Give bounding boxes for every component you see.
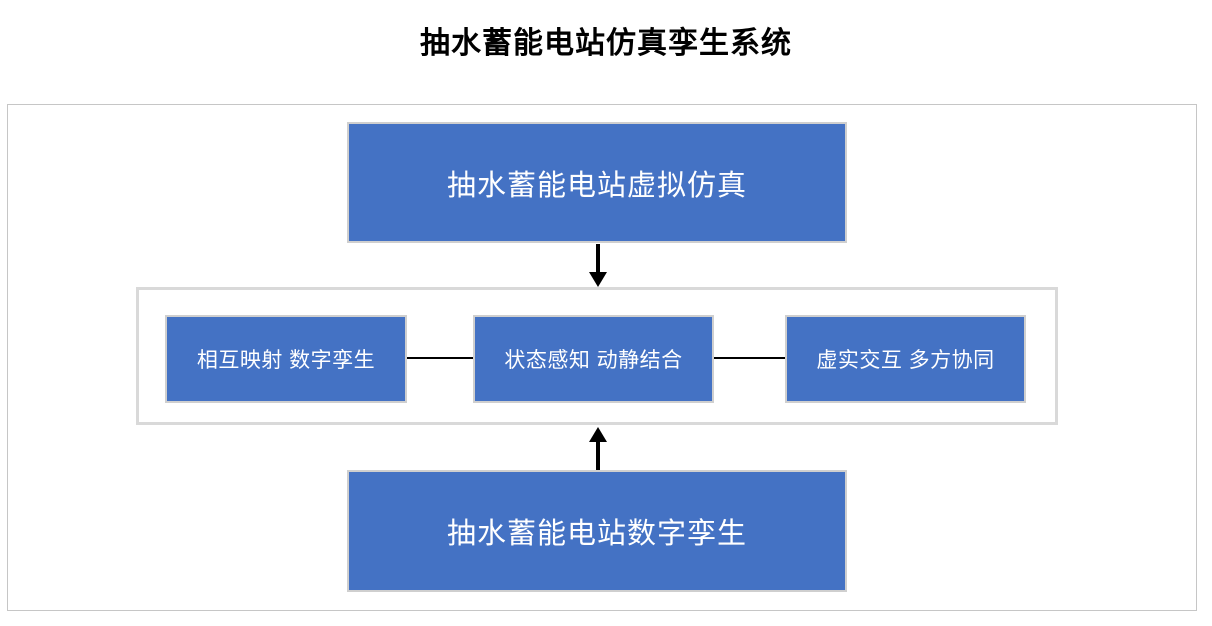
up-arrow-icon [589,427,607,442]
virtual-simulation-label: 抽水蓄能电站虚拟仿真 [446,169,747,202]
connector-line-right [714,357,785,359]
page-title: 抽水蓄能电站仿真孪生系统 [420,27,792,60]
state-perception-label: 状态感知 动静结合 [504,349,683,372]
down-arrow-icon [589,272,607,287]
virtual-real-interaction-label: 虚实交互 多方协同 [816,349,995,372]
mutual-mapping-box: 相互映射 数字孪生 [165,315,407,403]
digital-twin-label: 抽水蓄能电站数字孪生 [446,518,747,550]
connector-line-left [407,357,473,359]
mutual-mapping-label: 相互映射 数字孪生 [196,349,376,372]
virtual-simulation-box: 抽水蓄能电站虚拟仿真 [347,122,847,243]
up-arrow-shaft [596,441,600,470]
down-arrow-shaft [596,244,600,273]
digital-twin-box: 抽水蓄能电站数字孪生 [347,470,847,592]
state-perception-box: 状态感知 动静结合 [473,315,714,403]
virtual-real-interaction-box: 虚实交互 多方协同 [785,315,1026,403]
